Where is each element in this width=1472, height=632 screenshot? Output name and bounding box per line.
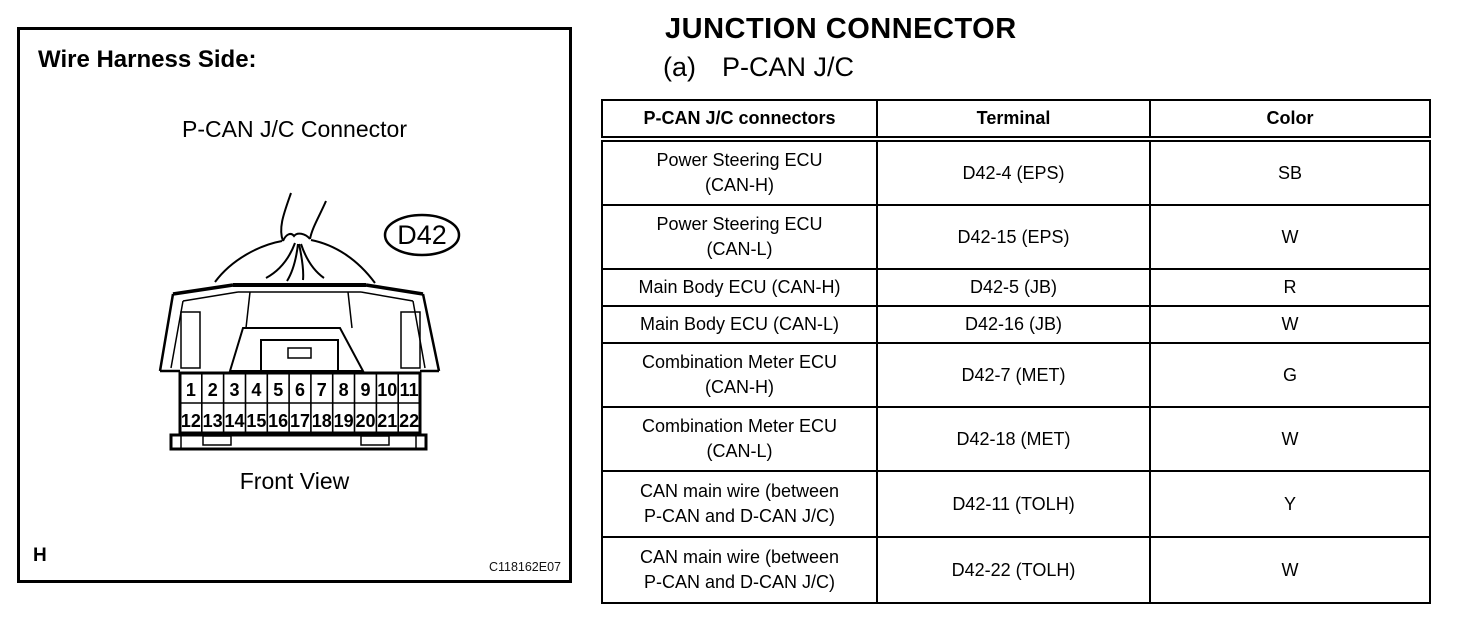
pin-22: 22	[399, 411, 419, 431]
cell-terminal: D42-18 (MET)	[876, 406, 1151, 472]
pin-13: 13	[203, 411, 223, 431]
cell-terminal: D42-16 (JB)	[876, 305, 1151, 344]
table-row: Combination Meter ECU (CAN-L) D42-18 (ME…	[601, 406, 1431, 472]
pcan-jc-table: P-CAN J/C connectors Terminal Color Powe…	[601, 99, 1431, 604]
item-index: (a)	[663, 52, 696, 82]
section-heading: JUNCTION CONNECTOR	[665, 13, 1017, 45]
pin-numbers-row1: 1 2 3 4 5 6 7 8 9 10 11	[186, 380, 419, 400]
pin-12: 12	[181, 411, 201, 431]
table-row: CAN main wire (between P-CAN and D-CAN J…	[601, 470, 1431, 538]
cell-color: W	[1149, 204, 1431, 270]
cell-color: G	[1149, 342, 1431, 408]
col-header-connectors: P-CAN J/C connectors	[601, 99, 878, 142]
pin-18: 18	[312, 411, 332, 431]
cell-connector: Power Steering ECU (CAN-L)	[601, 204, 878, 270]
cell-terminal: D42-7 (MET)	[876, 342, 1151, 408]
pin-5: 5	[273, 380, 283, 400]
cell-connector: Power Steering ECU (CAN-H)	[601, 138, 878, 206]
wire-harness-panel: Wire Harness Side: P-CAN J/C Connector	[17, 27, 572, 583]
pin-6: 6	[295, 380, 305, 400]
wire-leads	[280, 192, 327, 242]
cell-color: W	[1149, 536, 1431, 604]
pin-20: 20	[355, 411, 375, 431]
cell-color: Y	[1149, 470, 1431, 538]
panel-title: Wire Harness Side:	[38, 46, 257, 73]
col-header-color: Color	[1149, 99, 1431, 142]
table-row: Combination Meter ECU (CAN-H) D42-7 (MET…	[601, 342, 1431, 408]
section-subheading: (a) P-CAN J/C	[663, 52, 854, 83]
cell-terminal: D42-15 (EPS)	[876, 204, 1151, 270]
pin-9: 9	[360, 380, 370, 400]
cell-color: SB	[1149, 138, 1431, 206]
table-row: Power Steering ECU (CAN-L) D42-15 (EPS) …	[601, 204, 1431, 270]
pin-15: 15	[246, 411, 266, 431]
pin-16: 16	[268, 411, 288, 431]
pin-4: 4	[251, 380, 261, 400]
table-header-row: P-CAN J/C connectors Terminal Color	[601, 99, 1431, 142]
connector-label: P-CAN J/C Connector	[182, 116, 407, 142]
pin-17: 17	[290, 411, 310, 431]
pin-grid	[178, 371, 422, 435]
cell-terminal: D42-22 (TOLH)	[876, 536, 1151, 604]
pin-1: 1	[186, 380, 196, 400]
cell-terminal: D42-5 (JB)	[876, 268, 1151, 307]
pin-19: 19	[334, 411, 354, 431]
table-row: Power Steering ECU (CAN-H) D42-4 (EPS) S…	[601, 138, 1431, 206]
cell-connector: Main Body ECU (CAN-L)	[601, 305, 878, 344]
table-row: Main Body ECU (CAN-L) D42-16 (JB) W	[601, 305, 1431, 344]
connector-base	[169, 433, 428, 451]
cell-connector: Combination Meter ECU (CAN-L)	[601, 406, 878, 472]
cell-color: W	[1149, 305, 1431, 344]
pin-7: 7	[317, 380, 327, 400]
table-row: Main Body ECU (CAN-H) D42-5 (JB) R	[601, 268, 1431, 307]
cell-connector: CAN main wire (between P-CAN and D-CAN J…	[601, 470, 878, 538]
pin-numbers-row2: 12 13 14 15 16 17 18 19 20 21 22	[181, 411, 419, 431]
figure-code: C118162E07	[488, 560, 561, 574]
cell-connector: Main Body ECU (CAN-H)	[601, 268, 878, 307]
pin-14: 14	[224, 411, 244, 431]
cell-terminal: D42-4 (EPS)	[876, 138, 1151, 206]
table-row: CAN main wire (between P-CAN and D-CAN J…	[601, 536, 1431, 604]
pin-21: 21	[377, 411, 397, 431]
pin-2: 2	[208, 380, 218, 400]
connector-id-label: D42	[397, 220, 447, 250]
cell-connector: Combination Meter ECU (CAN-H)	[601, 342, 878, 408]
pin-10: 10	[377, 380, 397, 400]
front-view-caption: Front View	[239, 468, 350, 494]
cell-color: W	[1149, 406, 1431, 472]
connector-id-callout: D42	[383, 213, 461, 257]
page-letter: H	[33, 545, 47, 566]
cell-color: R	[1149, 268, 1431, 307]
item-title: P-CAN J/C	[722, 52, 855, 82]
cell-terminal: D42-11 (TOLH)	[876, 470, 1151, 538]
cell-connector: CAN main wire (between P-CAN and D-CAN J…	[601, 536, 878, 604]
boot-dome	[214, 239, 376, 284]
pin-11: 11	[400, 380, 419, 400]
col-header-terminal: Terminal	[876, 99, 1151, 142]
connector-housing	[158, 283, 441, 373]
pin-8: 8	[339, 380, 349, 400]
pin-3: 3	[229, 380, 239, 400]
connector-front-view-drawing: 1 2 3 4 5 6 7 8 9 10 11 12 13 14 15 16 1…	[158, 192, 461, 451]
